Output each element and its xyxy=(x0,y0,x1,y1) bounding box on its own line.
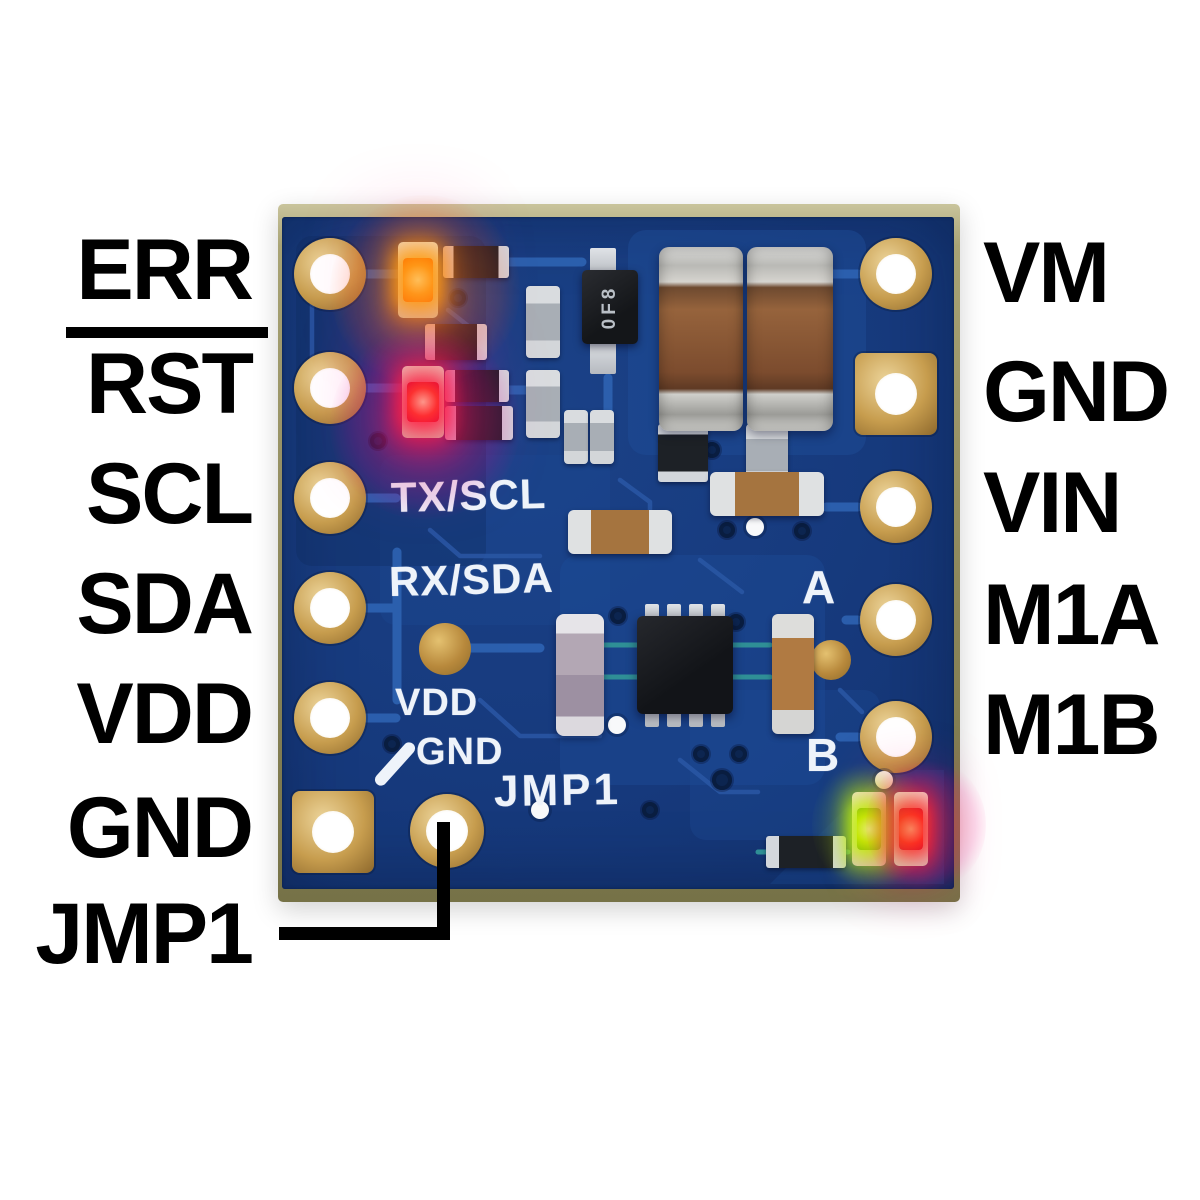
led-glow xyxy=(899,808,923,850)
ic-lead xyxy=(689,604,703,619)
via xyxy=(875,771,893,789)
chip-marking: 0F8 xyxy=(599,284,620,330)
hole-bore xyxy=(876,487,916,527)
pin-hole-vdd xyxy=(294,682,366,754)
ic-lead xyxy=(645,712,659,727)
pin-label-m1a: M1A xyxy=(983,567,1161,663)
pin-label-gnd-right: GND xyxy=(983,344,1170,440)
ic-lead xyxy=(711,604,725,619)
bulk-capacitor xyxy=(747,247,833,431)
silkscreen-motor-a: A xyxy=(802,561,836,613)
via xyxy=(719,522,735,538)
diode-lead xyxy=(590,340,616,374)
pin-hole-m1b xyxy=(860,701,932,773)
err-led xyxy=(398,242,438,318)
pin-label-err: ERR xyxy=(76,222,254,318)
via xyxy=(731,746,747,762)
smd-capacitor xyxy=(556,614,604,736)
hole-bore xyxy=(876,600,916,640)
hole-bore xyxy=(875,373,917,415)
silkscreen-jmp1: JMP1 xyxy=(493,764,622,817)
via xyxy=(642,802,658,818)
silkscreen-rx-sda: RX/SDA xyxy=(388,553,555,606)
led-glow xyxy=(407,382,439,422)
pin-label-sda: SDA xyxy=(76,556,254,652)
smd-capacitor xyxy=(526,286,560,358)
motor-driver-ic xyxy=(637,616,733,714)
pin-label-vm: VM xyxy=(983,225,1110,321)
jmp1-pointer-horizontal xyxy=(279,927,450,940)
pin-hole-m1a xyxy=(860,584,932,656)
pin-label-rst: RST xyxy=(86,336,254,432)
rst-overline xyxy=(66,327,268,338)
pin-label-jmp1: JMP1 xyxy=(35,886,254,982)
hole-bore xyxy=(310,478,350,518)
pin-hole-vm xyxy=(860,238,932,310)
led-glow xyxy=(403,258,433,302)
pin-pad-gnd-right xyxy=(855,353,937,435)
ic-lead xyxy=(645,604,659,619)
ic-lead xyxy=(667,604,681,619)
gold-via xyxy=(811,640,851,680)
pin-hole-scl xyxy=(294,462,366,534)
pin-label-scl: SCL xyxy=(86,446,254,542)
smd-capacitor xyxy=(564,410,588,464)
pin-hole-rst xyxy=(294,352,366,424)
smd-resistor xyxy=(445,370,509,402)
silkscreen-tx-scl: TX/SCL xyxy=(390,469,547,522)
ic-lead xyxy=(667,712,681,727)
silkscreen-motor-b: B xyxy=(806,729,840,781)
smd-capacitor xyxy=(772,614,814,734)
hole-bore xyxy=(310,368,350,408)
smd-capacitor xyxy=(710,472,824,516)
bulk-capacitor xyxy=(659,247,743,431)
smd-resistor xyxy=(766,836,846,868)
smd-capacitor xyxy=(568,510,672,554)
led-glow xyxy=(857,808,881,850)
gold-via xyxy=(419,623,471,675)
pin-label-m1b: M1B xyxy=(983,677,1161,773)
via xyxy=(384,736,400,752)
via xyxy=(370,433,386,449)
pin-label-vdd: VDD xyxy=(76,666,254,762)
jmp1-pointer-vertical xyxy=(437,822,450,940)
smd-capacitor xyxy=(590,410,614,464)
rst-led xyxy=(402,366,444,438)
via xyxy=(693,746,709,762)
silkscreen-vdd: VDD xyxy=(395,682,479,724)
hole-bore xyxy=(876,254,916,294)
hole-bore xyxy=(876,717,916,757)
hole-bore xyxy=(310,254,350,294)
ic-lead xyxy=(689,712,703,727)
via xyxy=(746,518,764,536)
pin-hole-sda xyxy=(294,572,366,644)
ic-lead xyxy=(711,712,725,727)
via xyxy=(712,770,732,790)
via xyxy=(610,608,626,624)
hole-bore xyxy=(310,698,350,738)
status-led-red xyxy=(894,792,928,866)
smd-capacitor xyxy=(526,370,560,438)
silkscreen-gnd: GND xyxy=(416,731,504,773)
status-led-green xyxy=(852,792,886,866)
smd-resistor xyxy=(445,406,513,440)
pin-label-vin: VIN xyxy=(983,455,1122,551)
pin-pad-gnd-left xyxy=(292,791,374,873)
pin-hole-err xyxy=(294,238,366,310)
diode-package: 0F8 xyxy=(582,270,638,344)
hole-bore xyxy=(312,811,354,853)
via xyxy=(531,801,549,819)
smd-component xyxy=(658,424,708,482)
via xyxy=(794,523,810,539)
pin-label-gnd-left: GND xyxy=(66,780,254,876)
pin-hole-vin xyxy=(860,471,932,543)
smd-resistor xyxy=(425,324,487,360)
via xyxy=(450,290,466,306)
hole-bore xyxy=(310,588,350,628)
via xyxy=(608,716,626,734)
smd-resistor xyxy=(443,246,509,278)
